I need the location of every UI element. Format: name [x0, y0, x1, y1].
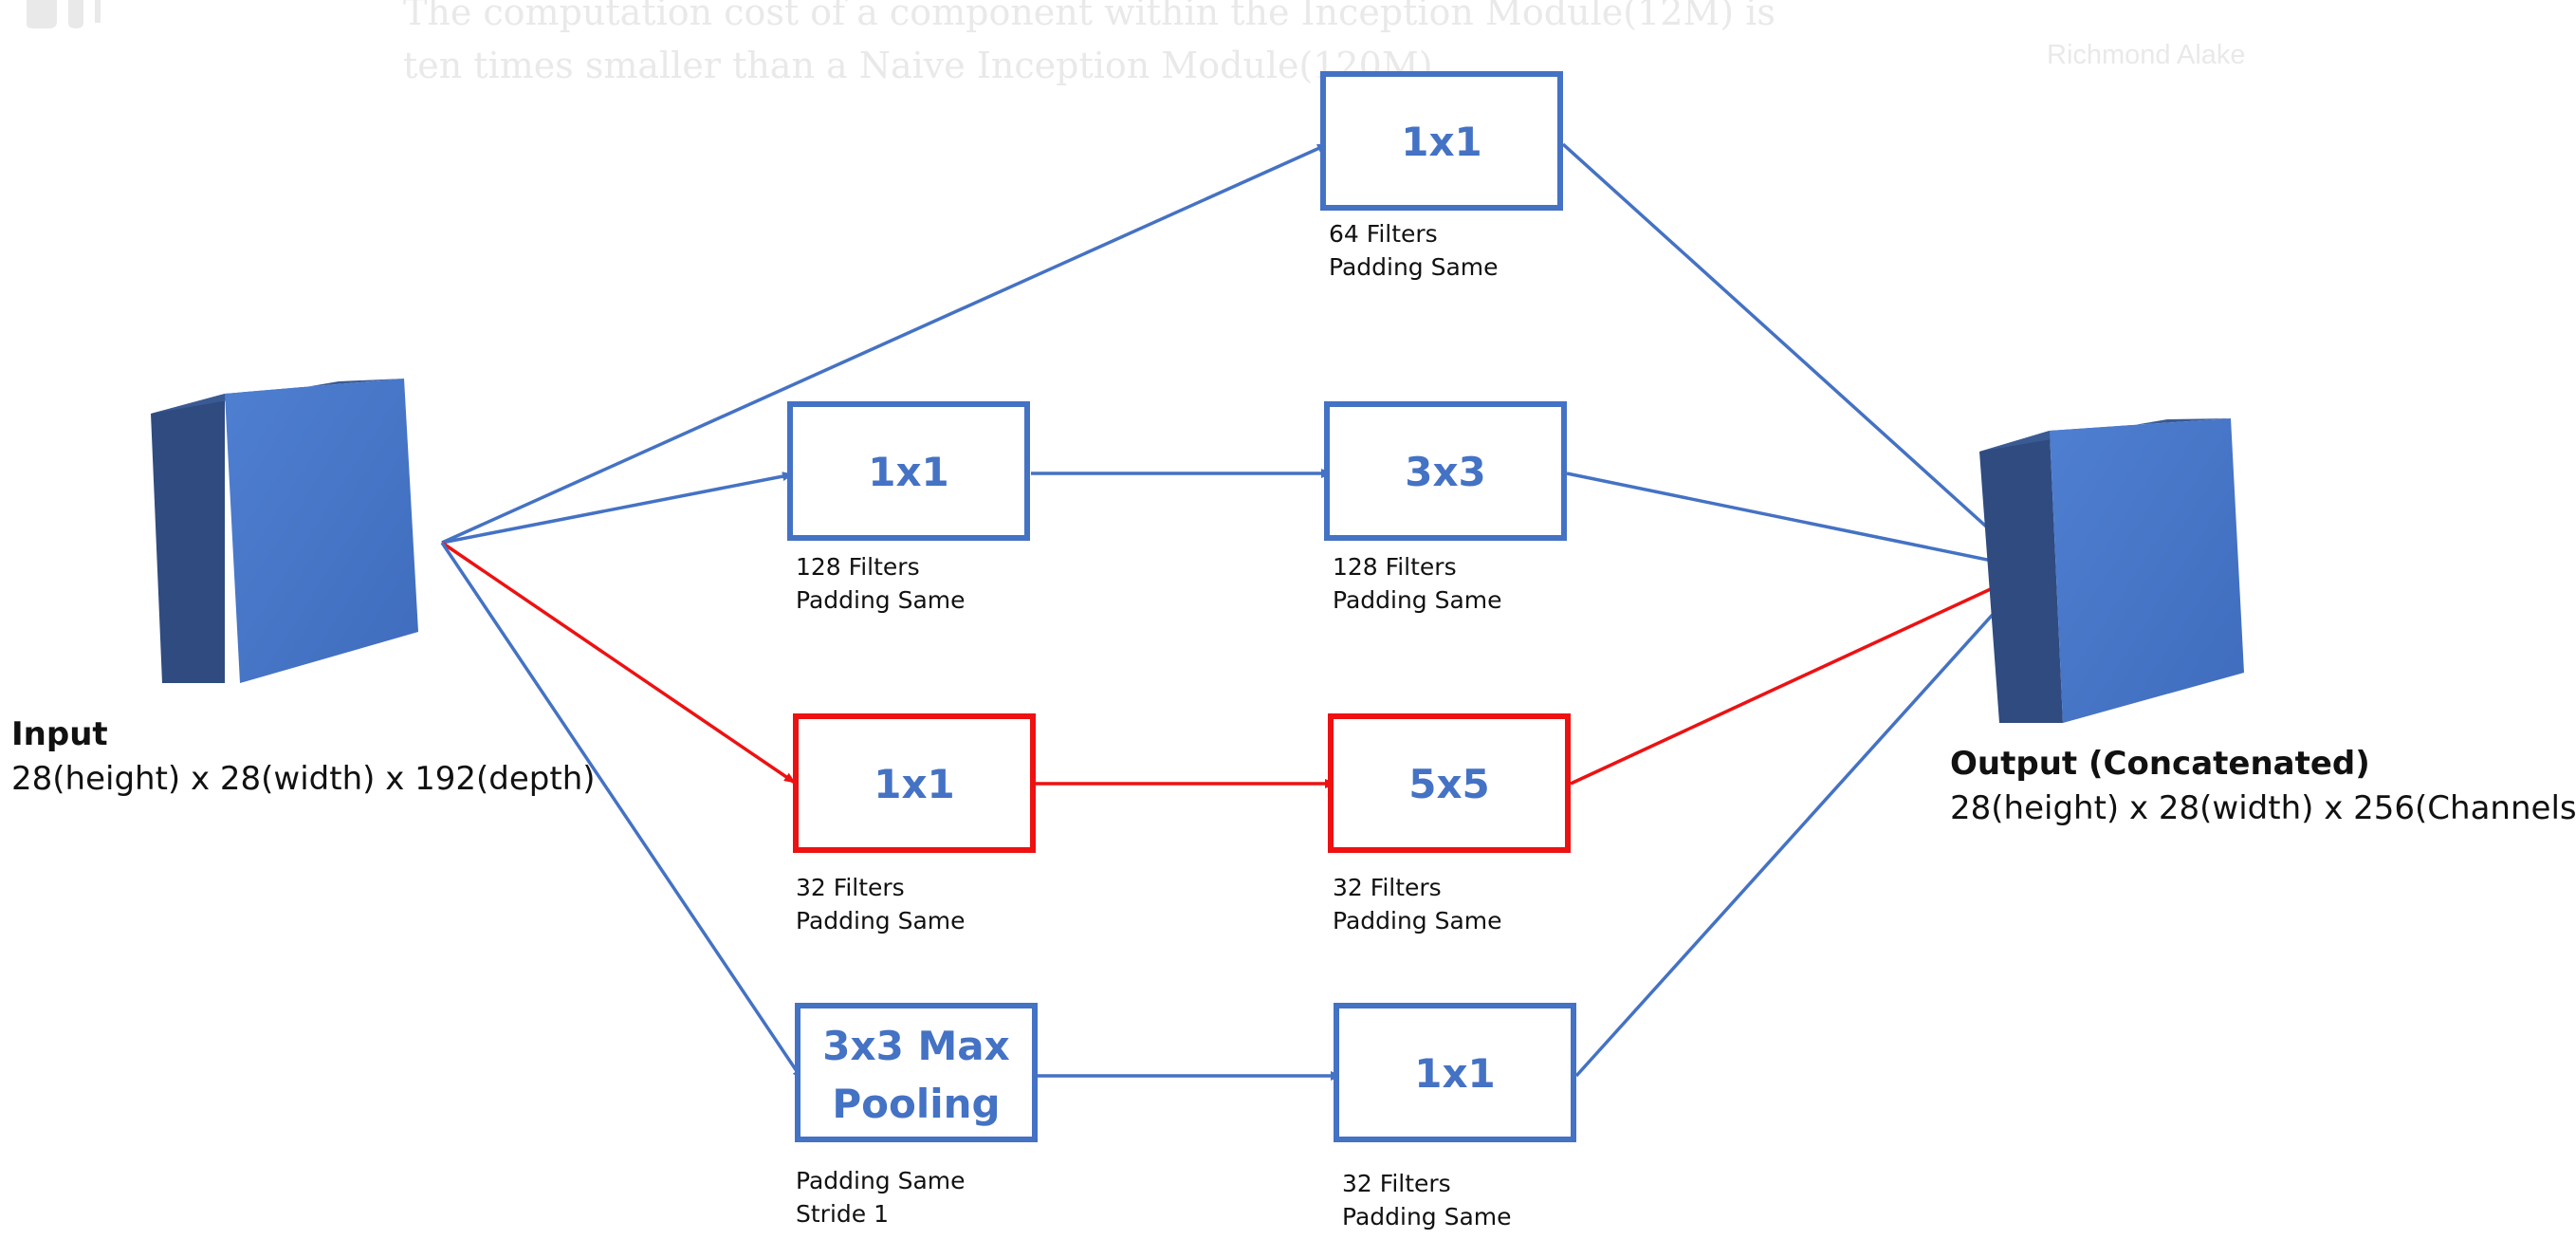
branch4-1x1-label: 1x1: [1414, 1050, 1496, 1097]
branch2-3x3-conv: 3x3 128 Filters Padding Same: [1324, 401, 1567, 614]
edge-input-to-branch2-1x1: [441, 472, 794, 545]
branch3-5x5-filters: 32 Filters: [1333, 874, 1442, 901]
branch3-1x1-box: [793, 713, 1036, 853]
branch2-1x1-label: 1x1: [868, 449, 949, 495]
branch3-5x5-padding: Padding Same: [1333, 907, 1502, 934]
output-dimensions: 28(height) x 28(width) x 256(Channels): [1950, 789, 2576, 827]
branch1-1x1-conv: 1x1 64 Filters Padding Same: [1320, 71, 1563, 281]
input-title: Input: [11, 715, 108, 753]
edge-branch3-to-output: [1570, 567, 2034, 786]
branch4-1x1-box: [1334, 1003, 1576, 1142]
branch3-1x1-padding: Padding Same: [796, 907, 966, 934]
input-dimensions: 28(height) x 28(width) x 192(depth): [11, 760, 596, 798]
edge-input-to-branch1-1x1: [441, 142, 1329, 545]
edge-branch4-to-output: [1574, 567, 2035, 1078]
branch3-1x1-label: 1x1: [874, 761, 955, 807]
branch4-pool-label-line2: Pooling: [832, 1081, 1000, 1127]
background-page-text: The computation cost of a component with…: [27, 0, 2246, 86]
edge-branch2-to-output: [1566, 472, 2034, 572]
background-author-name: Richmond Alake: [2047, 40, 2246, 70]
output-cube-side-face: [1979, 431, 2063, 723]
branch3-1x1-filters: 32 Filters: [796, 874, 905, 901]
branch4-1x1-conv: 1x1 32 Filters Padding Same: [1334, 1003, 1576, 1230]
branch2-1x1-filters: 128 Filters: [796, 553, 920, 581]
input-tensor-cube: [151, 379, 418, 683]
branch1-1x1-filters: 64 Filters: [1329, 220, 1438, 248]
input-cube-side-face: [151, 394, 225, 683]
edge-branch1-to-output: [1561, 142, 2035, 571]
background-text-line-1: The computation cost of a component with…: [403, 0, 1776, 33]
branch2-1x1-padding: Padding Same: [796, 586, 966, 614]
output-title: Output (Concatenated): [1950, 745, 2370, 783]
output-tensor-cube: [1979, 418, 2244, 723]
branch2-1x1-box: [787, 401, 1030, 541]
branch3-5x5-label: 5x5: [1408, 761, 1490, 807]
branch2-3x3-box: [1324, 401, 1567, 541]
faded-logo-icon: [27, 0, 101, 28]
branch2-3x3-filters: 128 Filters: [1333, 553, 1457, 581]
branch4-pool-box: [795, 1003, 1038, 1142]
branch4-pool-label-line1: 3x3 Max: [822, 1023, 1009, 1069]
edge-input-to-branch3-1x1: [441, 541, 796, 785]
branch1-1x1-box: [1320, 71, 1563, 211]
branch1-1x1-padding: Padding Same: [1329, 253, 1499, 281]
input-cube-front-face: [225, 379, 418, 683]
branch3-5x5-box: [1328, 713, 1571, 853]
connections: [440, 142, 2035, 1081]
branch3-1x1-conv: 1x1 32 Filters Padding Same: [793, 713, 1036, 934]
branch4-1x1-padding: Padding Same: [1342, 1203, 1512, 1230]
background-text-line-2: ten times smaller than a Naive Inception…: [403, 45, 1433, 86]
output-cube-front-face: [2050, 418, 2244, 723]
branch2-1x1-conv: 1x1 128 Filters Padding Same: [787, 401, 1030, 614]
branch1-1x1-label: 1x1: [1401, 119, 1482, 165]
branch2-3x3-padding: Padding Same: [1333, 586, 1502, 614]
branch3-5x5-conv: 5x5 32 Filters Padding Same: [1328, 713, 1571, 934]
branch4-max-pooling: 3x3 Max Pooling Padding Same Stride 1: [795, 1003, 1038, 1228]
branch4-pool-padding: Padding Same: [796, 1167, 966, 1194]
branch2-3x3-label: 3x3: [1405, 449, 1486, 495]
edge-input-to-branch4-pool: [440, 542, 804, 1081]
branch4-1x1-filters: 32 Filters: [1342, 1170, 1451, 1197]
branch4-pool-stride: Stride 1: [796, 1200, 889, 1228]
